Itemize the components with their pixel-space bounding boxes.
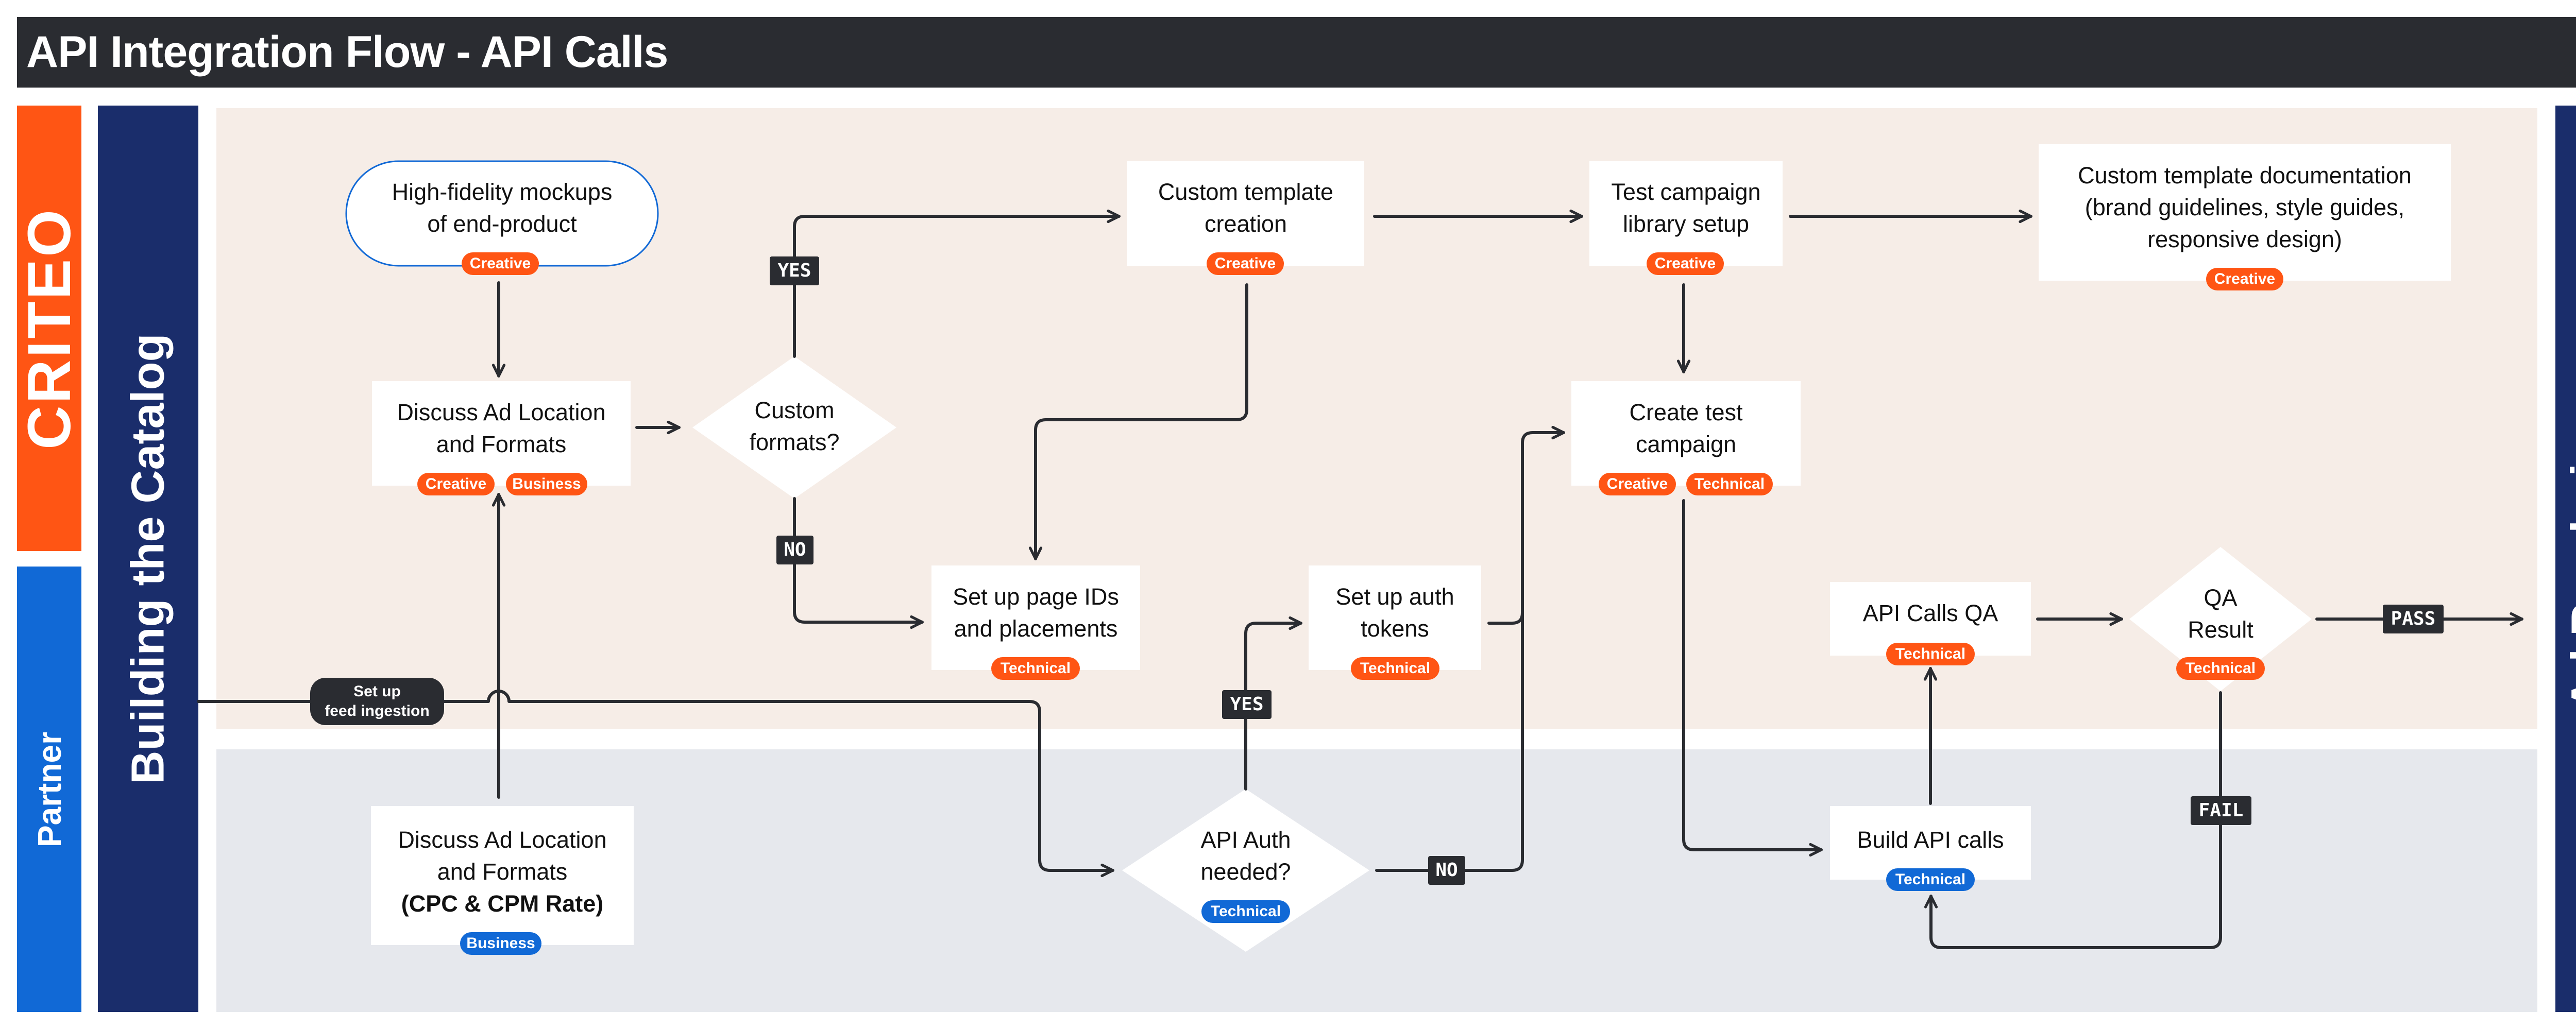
edge-template-to-pageids <box>1028 283 1248 560</box>
api-auth-decision <box>1122 789 1369 952</box>
api-qa-badge: Technical <box>1886 643 1975 665</box>
title-bar: API Integration Flow - API Calls <box>17 17 2576 88</box>
template-docs-label: Custom template documentation (brand gui… <box>2078 162 2412 252</box>
edge-auth-yes <box>1244 616 1302 791</box>
discuss-criteo-badge-business: Business <box>506 473 587 495</box>
custom-template-badge: Creative <box>1207 252 1284 275</box>
discuss-criteo-label: Discuss Ad Location and Formats <box>397 399 606 457</box>
edge-label-no-auth: NO <box>1428 856 1465 885</box>
test-library-badge: Creative <box>1647 252 1724 275</box>
discuss-partner-node <box>371 806 634 945</box>
edge-formats-yes <box>793 209 1121 358</box>
api-auth-label: API Auth needed? <box>1200 827 1291 885</box>
discuss-partner-label: Discuss Ad Location and Formats (CPC & C… <box>398 827 607 917</box>
build-api-badge: Technical <box>1886 868 1975 891</box>
edge-formats-no <box>793 497 924 629</box>
custom-template-node <box>1127 161 1364 266</box>
custom-formats-label: Custom formats? <box>749 397 840 455</box>
auth-tokens-node <box>1309 565 1481 670</box>
qa-result-label: QA Result <box>2188 585 2253 643</box>
template-docs-badge: Creative <box>2206 268 2283 290</box>
discuss-partner-badge: Business <box>460 932 541 955</box>
mockups-badge: Creative <box>462 252 539 275</box>
create-test-node <box>1571 381 1801 486</box>
edge-label-no-formats: NO <box>776 536 814 564</box>
edge-feed-line-left <box>197 690 1114 878</box>
criteo-lane-band: CRITEO <box>15 106 83 551</box>
page-title: API Integration Flow - API Calls <box>26 27 668 77</box>
stage-left-band: Building the Catalog <box>98 106 198 1012</box>
discuss-criteo-node <box>372 381 631 486</box>
custom-formats-decision <box>692 356 896 499</box>
api-qa-label: API Calls QA <box>1862 600 1998 626</box>
feed-ingestion-pill: Set up feed ingestion <box>310 678 444 725</box>
edge-auth-no <box>1375 425 1565 872</box>
stage-right-band: Ad Rendering <box>2555 106 2576 1012</box>
auth-tokens-badge: Technical <box>1351 657 1439 680</box>
create-test-badge-technical: Technical <box>1686 473 1773 495</box>
discuss-criteo-badge-creative: Creative <box>417 473 495 495</box>
edge-result-fail <box>1924 691 2222 949</box>
mockups-label: High-fidelity mockups of end-product <box>392 179 613 237</box>
edge-label-yes-auth: YES <box>1222 690 1272 719</box>
qa-result-badge: Technical <box>2176 657 2265 680</box>
build-api-label: Build API calls <box>1857 827 2004 853</box>
edge-label-yes-formats: YES <box>770 256 819 285</box>
test-library-node <box>1589 161 1783 266</box>
edge-label-fail: FAIL <box>2191 796 2251 825</box>
template-docs-node <box>2039 144 2451 281</box>
page-ids-node <box>931 565 1140 670</box>
auth-tokens-label: Set up auth tokens <box>1335 584 1454 642</box>
page-ids-label: Set up page IDs and placements <box>953 584 1119 642</box>
edge-tokens-to-createtest <box>1487 611 1524 625</box>
create-test-label: Create test campaign <box>1629 399 1743 457</box>
test-library-label: Test campaign library setup <box>1611 179 1761 237</box>
partner-lane-band: Partner <box>17 567 81 1012</box>
edge-createtest-to-build <box>1682 499 1823 857</box>
build-api-node <box>1830 806 2031 880</box>
create-test-badge-creative: Creative <box>1599 473 1676 495</box>
api-auth-badge: Technical <box>1201 900 1290 923</box>
page-ids-badge: Technical <box>991 657 1080 680</box>
qa-result-decision <box>2129 547 2312 691</box>
edge-label-pass: PASS <box>2383 605 2444 633</box>
custom-template-label: Custom template creation <box>1158 179 1334 237</box>
